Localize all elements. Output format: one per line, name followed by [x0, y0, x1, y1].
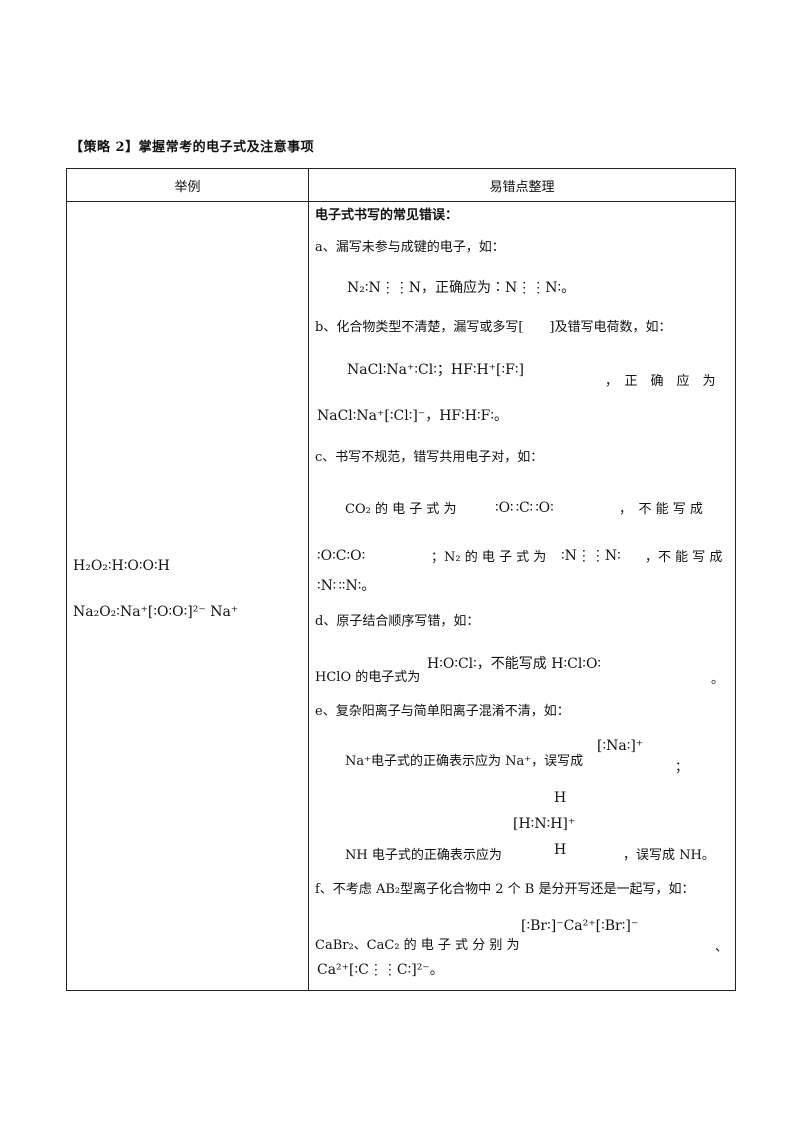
item-a-label: a、漏写未参与成键的电子，如： [315, 240, 505, 255]
errors-title: 电子式书写的常见错误： [315, 208, 459, 223]
item-e-nh-h-bottom: H [554, 842, 567, 858]
item-c-line1-pre: CO₂ 的 电 子 式 为 [345, 502, 457, 517]
item-e-na-wrong: [∶Na∶]⁺ [597, 738, 644, 754]
item-e-nh-text: NH 电子式的正确表示应为 [345, 848, 502, 863]
col-header-examples: 举例 [66, 168, 309, 202]
item-c-label: c、书写不规范，错写共用电子对，如： [315, 450, 544, 465]
item-b-comma: ， 正 确 应 为 [605, 374, 716, 389]
item-d-formula: H∶O∶Cl∶，不能写成 H∶Cl∶O∶ [427, 656, 602, 672]
item-e-na-text: Na⁺电子式的正确表示应为 Na⁺，误写成 [345, 754, 584, 769]
errors-table: 举例 易错点整理 H₂O₂∶H∶O∶O∶H Na₂O₂∶Na⁺[∶O∶O∶]²⁻… [66, 168, 736, 991]
item-c-line1-formula: ∶O∷C∷O∶ [495, 500, 554, 516]
item-f-formula: [∶Br∶]⁻Ca²⁺[∶Br∶]⁻ [521, 918, 639, 934]
item-b-wrong: NaCl∶Na⁺∶Cl∶；HF∶H⁺[∶F∶] [347, 362, 524, 378]
item-c-line1-post: ， 不 能 写 成 [619, 502, 703, 517]
col-header-errors: 易错点整理 [308, 168, 736, 202]
item-e-nh-end: ，误写成 NH。 [623, 848, 715, 863]
item-e-nh-h-top: H [554, 790, 567, 806]
item-c-line3: ∶N∷∶N∶。 [317, 578, 376, 594]
item-f-formula2: Ca²⁺[∶C⋮⋮C∶]²⁻。 [317, 962, 444, 978]
item-d-label: d、原子结合顺序写错，如： [315, 614, 480, 629]
item-f-pre: CaBr₂、CaC₂ 的 电 子 式 分 别 为 [315, 938, 520, 953]
item-c-line2-formula: ∶O∶C∶O∶ [317, 548, 366, 564]
item-a-example: N₂∶N⋮⋮N，正确应为∶N⋮⋮N∶。 [347, 280, 576, 296]
item-f-sep: 、 [715, 940, 729, 955]
item-b-correct: NaCl∶Na⁺[∶Cl∶]⁻，HF∶H∶F∶。 [317, 408, 508, 424]
item-e-na-end: ； [675, 760, 689, 775]
item-b-label: b、化合物类型不清楚，漏写或多写[ ]及错写电荷数，如： [315, 320, 672, 335]
item-d-end: 。 [711, 672, 725, 687]
errors-cell: 电子式书写的常见错误： a、漏写未参与成键的电子，如： N₂∶N⋮⋮N，正确应为… [308, 201, 736, 991]
item-f-label: f、不考虑 AB₂型离子化合物中 2 个 B 是分开写还是一起写，如： [315, 882, 695, 897]
item-c-line2-formula2: ∶N⋮⋮N∶ [561, 548, 621, 564]
item-e-nh-mid: [H∶N∶H]⁺ [513, 816, 576, 832]
h2o2-formula: H₂O₂∶H∶O∶O∶H [73, 558, 170, 574]
item-e-label: e、复杂阳离子与简单阳离子混淆不清，如： [315, 704, 570, 719]
section-heading: 【策略 2】掌握常考的电子式及注意事项 [70, 140, 315, 155]
examples-cell: H₂O₂∶H∶O∶O∶H Na₂O₂∶Na⁺[∶O∶O∶]²⁻ Na⁺ [66, 201, 309, 991]
item-d-pre: HClO 的电子式为 [315, 670, 421, 685]
na2o2-formula: Na₂O₂∶Na⁺[∶O∶O∶]²⁻ Na⁺ [73, 604, 239, 620]
item-c-line2-pre: ；N₂ 的 电 子 式 为 [431, 550, 547, 565]
item-c-line2-post: ，不 能 写 成 [645, 550, 723, 565]
